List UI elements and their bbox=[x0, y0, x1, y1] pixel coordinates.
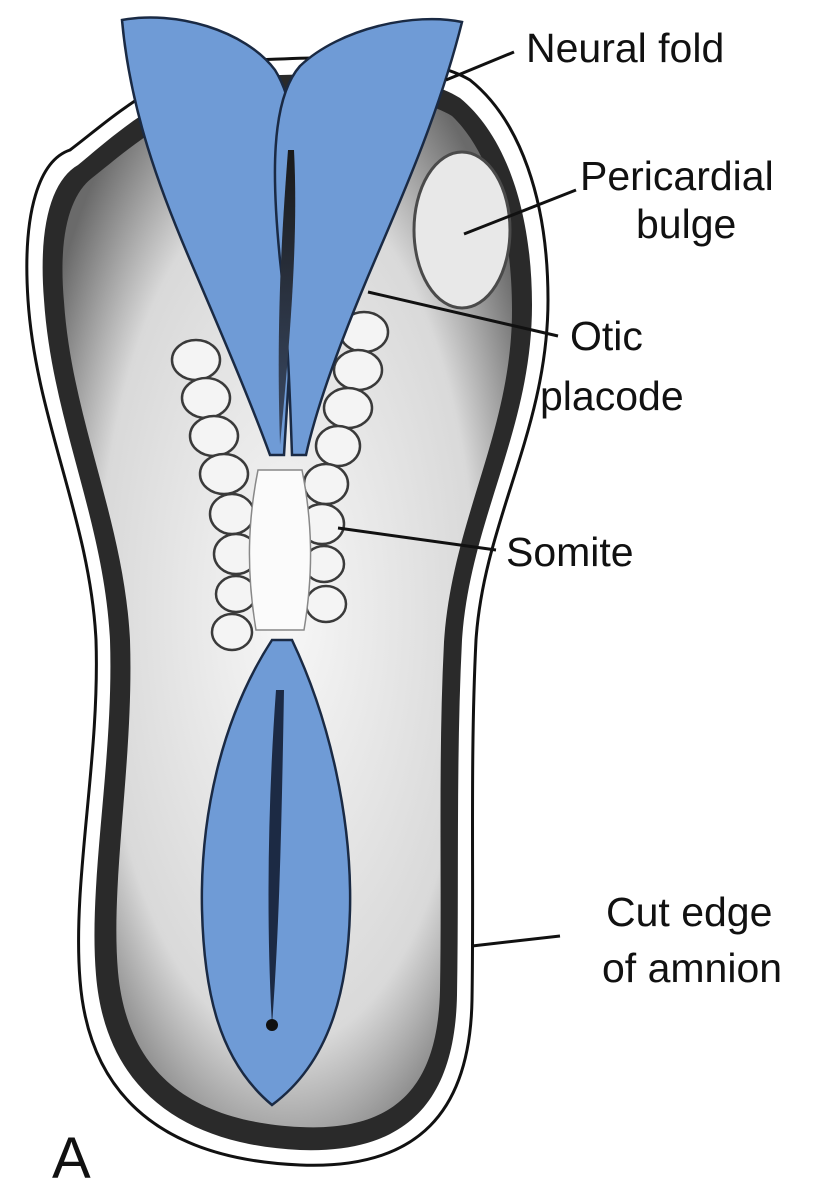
panel-letter: A bbox=[52, 1126, 91, 1190]
pericardial-bulge bbox=[414, 152, 510, 308]
label-somite: Somite bbox=[506, 529, 634, 575]
label-cut-edge-line2: of amnion bbox=[602, 945, 782, 991]
label-otic-placode-line1: Otic bbox=[570, 313, 643, 359]
label-otic-placode-line2: placode bbox=[540, 373, 684, 419]
leader-cut-edge bbox=[472, 936, 560, 946]
label-neural-fold: Neural fold bbox=[526, 25, 724, 71]
label-pericardial-bulge-line2: bulge bbox=[636, 201, 736, 247]
neural-plate-center bbox=[249, 470, 310, 630]
label-pericardial-bulge-line1: Pericardial bbox=[580, 153, 774, 199]
neural-groove-end bbox=[266, 1019, 278, 1031]
label-cut-edge-line1: Cut edge bbox=[606, 889, 772, 935]
leader-neural-fold bbox=[446, 52, 514, 80]
